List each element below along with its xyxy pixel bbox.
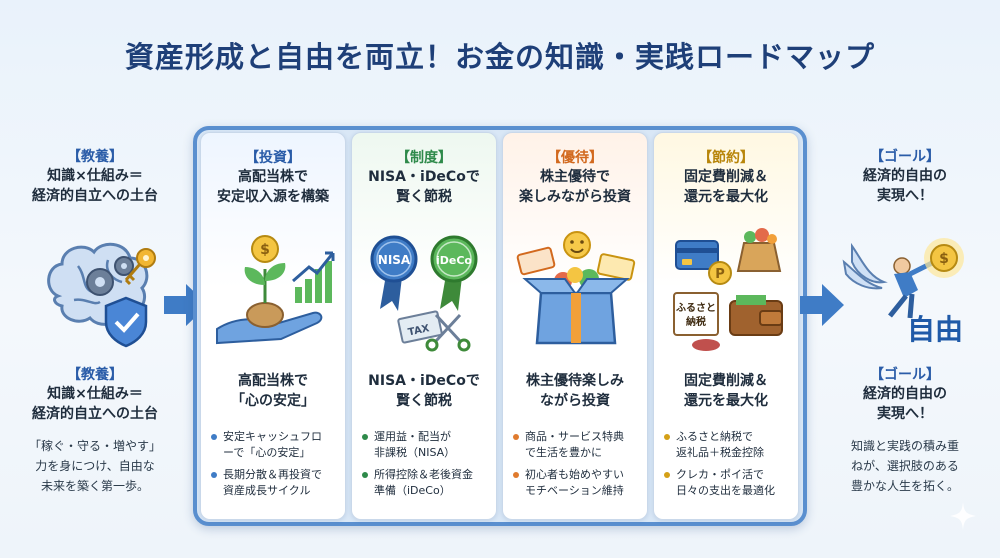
card-invest: 【投資】 高配当株で 安定収入源を構築 $ 高配当株で 「心の安定」 安定キャッ… (200, 132, 346, 520)
shield-check-icon (104, 296, 148, 348)
left-line-bottom-1: 知識×仕組み＝ (47, 386, 143, 402)
list-item: 商品・サービス特典で生活を豊かに (513, 429, 641, 461)
nisa-ribbon-icon: NISA (370, 235, 418, 311)
right-goal: 【ゴール】 経済的自由の 実現へ！ (810, 146, 1000, 206)
card-saving: 【節約】 固定費削減＆ 還元を最大化 P ふるさと 納税 固定費削減＆ 還元を最 (653, 132, 799, 520)
card-system-mid-1: NISA・iDeCoで (368, 373, 480, 389)
left-line-bottom-2: 経済的自立への土台 (32, 406, 158, 422)
right-summary: 【ゴール】 経済的自由の 実現へ！ 知識と実践の積み重 ねが、選択肢のある 豊か… (810, 364, 1000, 496)
saving-illustration: P ふるさと 納税 (673, 228, 783, 351)
card-system-title-1: NISA・iDeCoで (368, 169, 480, 185)
card-perks-mid-1: 株主優待楽しみ (526, 373, 624, 389)
left-heading-bottom: 【教養】 (67, 367, 123, 383)
left-desc-1: 「稼ぐ・守る・増やす」 (28, 439, 161, 453)
card-system-bullets: 運用益・配当が非課税（NISA） 所得控除＆老後資金準備（iDeCo） (362, 429, 490, 505)
right-desc-2: ねが、選択肢のある (851, 459, 959, 473)
left-summary: 【教養】 知識×仕組み＝ 経済的自立への土台 「稼ぐ・守る・増やす」 力を身につ… (0, 364, 190, 496)
right-desc-1: 知識と実践の積み重 (850, 439, 959, 453)
sparkle-icon (950, 502, 976, 530)
card-perks-title-1: 株主優待で (540, 169, 610, 185)
card-saving-mid-1: 固定費削減＆ (684, 373, 768, 389)
svg-text:TAX: TAX (407, 323, 431, 338)
card-system-tag: 【制度】 (396, 150, 452, 166)
arrow-right-icon (800, 284, 844, 326)
furusato-box-icon: ふるさと 納税 (673, 292, 719, 336)
page-title: 資産形成と自由を両立！お金の知識・実践ロードマップ (124, 40, 875, 74)
svg-text:P: P (715, 267, 725, 282)
card-perks-bullets: 商品・サービス特典で生活を豊かに 初心者も始めやすいモチベーション維持 (513, 429, 641, 505)
smile-icon (563, 231, 591, 259)
card-invest-mid: 高配当株で 「心の安定」 (201, 371, 345, 411)
card-system: 【制度】 NISA・iDeCoで 賢く節税 NISA iDeCo TAX NIS… (351, 132, 497, 520)
left-intro: 【教養】 知識×仕組み＝ 経済的自立への土台 (0, 146, 190, 206)
ideco-ribbon-icon: iDeCo (430, 235, 478, 311)
right-heading-top: 【ゴール】 (870, 149, 940, 165)
card-saving-bullets: ふるさと納税で返礼品＋税金控除 クレカ・ポイ活で日々の支出を最適化 (664, 429, 792, 505)
scissors-tax-icon: TAX (397, 310, 471, 352)
right-line-bottom-2: 実現へ！ (877, 406, 933, 422)
left-desc-3: 未来を築く第一歩。 (40, 479, 149, 493)
sun-coin-icon: $ (924, 238, 964, 278)
flying-person-icon: $ (842, 238, 964, 319)
svg-text:$: $ (260, 242, 270, 258)
list-item: 初心者も始めやすいモチベーション維持 (513, 467, 641, 499)
card-perks-mid: 株主優待楽しみ ながら投資 (503, 371, 647, 411)
right-desc-3: 豊かな人生を拓く。 (850, 479, 959, 493)
nisa-ideco-illustration: NISA iDeCo TAX (370, 235, 478, 352)
svg-text:納税: 納税 (686, 315, 706, 328)
card-invest-mid-2: 「心の安定」 (231, 393, 315, 409)
card-saving-mid: 固定費削減＆ 還元を最大化 (654, 371, 798, 411)
goal-word: 自由 (906, 313, 963, 346)
right-line-top-1: 経済的自由の (863, 168, 947, 184)
svg-text:NISA: NISA (378, 253, 411, 267)
card-saving-title-1: 固定費削減＆ (684, 169, 768, 185)
list-item: 運用益・配当が非課税（NISA） (362, 429, 490, 461)
card-invest-title-1: 高配当株で (238, 169, 308, 185)
card-saving-mid-2: 還元を最大化 (684, 393, 768, 409)
left-line-top-2: 経済的自立への土台 (32, 188, 158, 204)
card-perks: 【優待】 株主優待で 楽しみながら投資 株主優待楽しみ ながら投資 商品・サービ… (502, 132, 648, 520)
hand-plant-coin-icon: $ (216, 235, 335, 345)
left-heading-top: 【教養】 (67, 149, 123, 165)
card-saving-tag: 【節約】 (698, 150, 754, 166)
gear-icon (86, 256, 134, 296)
card-invest-mid-1: 高配当株で (238, 373, 308, 389)
svg-text:iDeCo: iDeCo (436, 254, 472, 267)
list-item: クレカ・ポイ活で日々の支出を最適化 (664, 467, 792, 499)
card-invest-bullets: 安定キャッシュフローで「心の安定」 長期分散＆再投資で資産成長サイクル (211, 429, 339, 505)
list-item: 安定キャッシュフローで「心の安定」 (211, 429, 339, 461)
card-system-mid: NISA・iDeCoで 賢く節税 (352, 371, 496, 411)
card-invest-title-2: 安定収入源を構築 (217, 189, 329, 205)
left-line-top-1: 知識×仕組み＝ (47, 168, 143, 184)
svg-text:ふるさと: ふるさと (676, 302, 716, 314)
svg-text:$: $ (939, 251, 949, 267)
card-perks-mid-2: ながら投資 (540, 393, 610, 409)
point-coin-icon: P (708, 261, 732, 285)
card-system-mid-2: 賢く節税 (396, 393, 452, 409)
list-item: ふるさと納税で返礼品＋税金控除 (664, 429, 792, 461)
list-item: 長期分散＆再投資で資産成長サイクル (211, 467, 339, 499)
card-saving-title-2: 還元を最大化 (684, 189, 768, 205)
key-icon (124, 248, 156, 286)
card-invest-tag: 【投資】 (245, 150, 301, 166)
card-perks-title-2: 楽しみながら投資 (519, 189, 631, 205)
card-system-title-2: 賢く節税 (396, 189, 452, 205)
right-heading-bottom: 【ゴール】 (870, 367, 940, 383)
list-item: 所得控除＆老後資金準備（iDeCo） (362, 467, 490, 499)
card-perks-tag: 【優待】 (547, 150, 603, 166)
gift-box-icon (516, 231, 636, 345)
brain-icon (47, 242, 156, 348)
credit-card-icon (675, 240, 719, 270)
wallet-icon (729, 295, 783, 336)
growth-chart-icon (292, 251, 335, 303)
ticket-icon (516, 246, 636, 281)
right-line-bottom-1: 経済的自由の (863, 386, 947, 402)
right-line-top-2: 実現へ！ (877, 188, 933, 204)
left-desc-2: 力を身につけ、自由な (35, 459, 155, 473)
